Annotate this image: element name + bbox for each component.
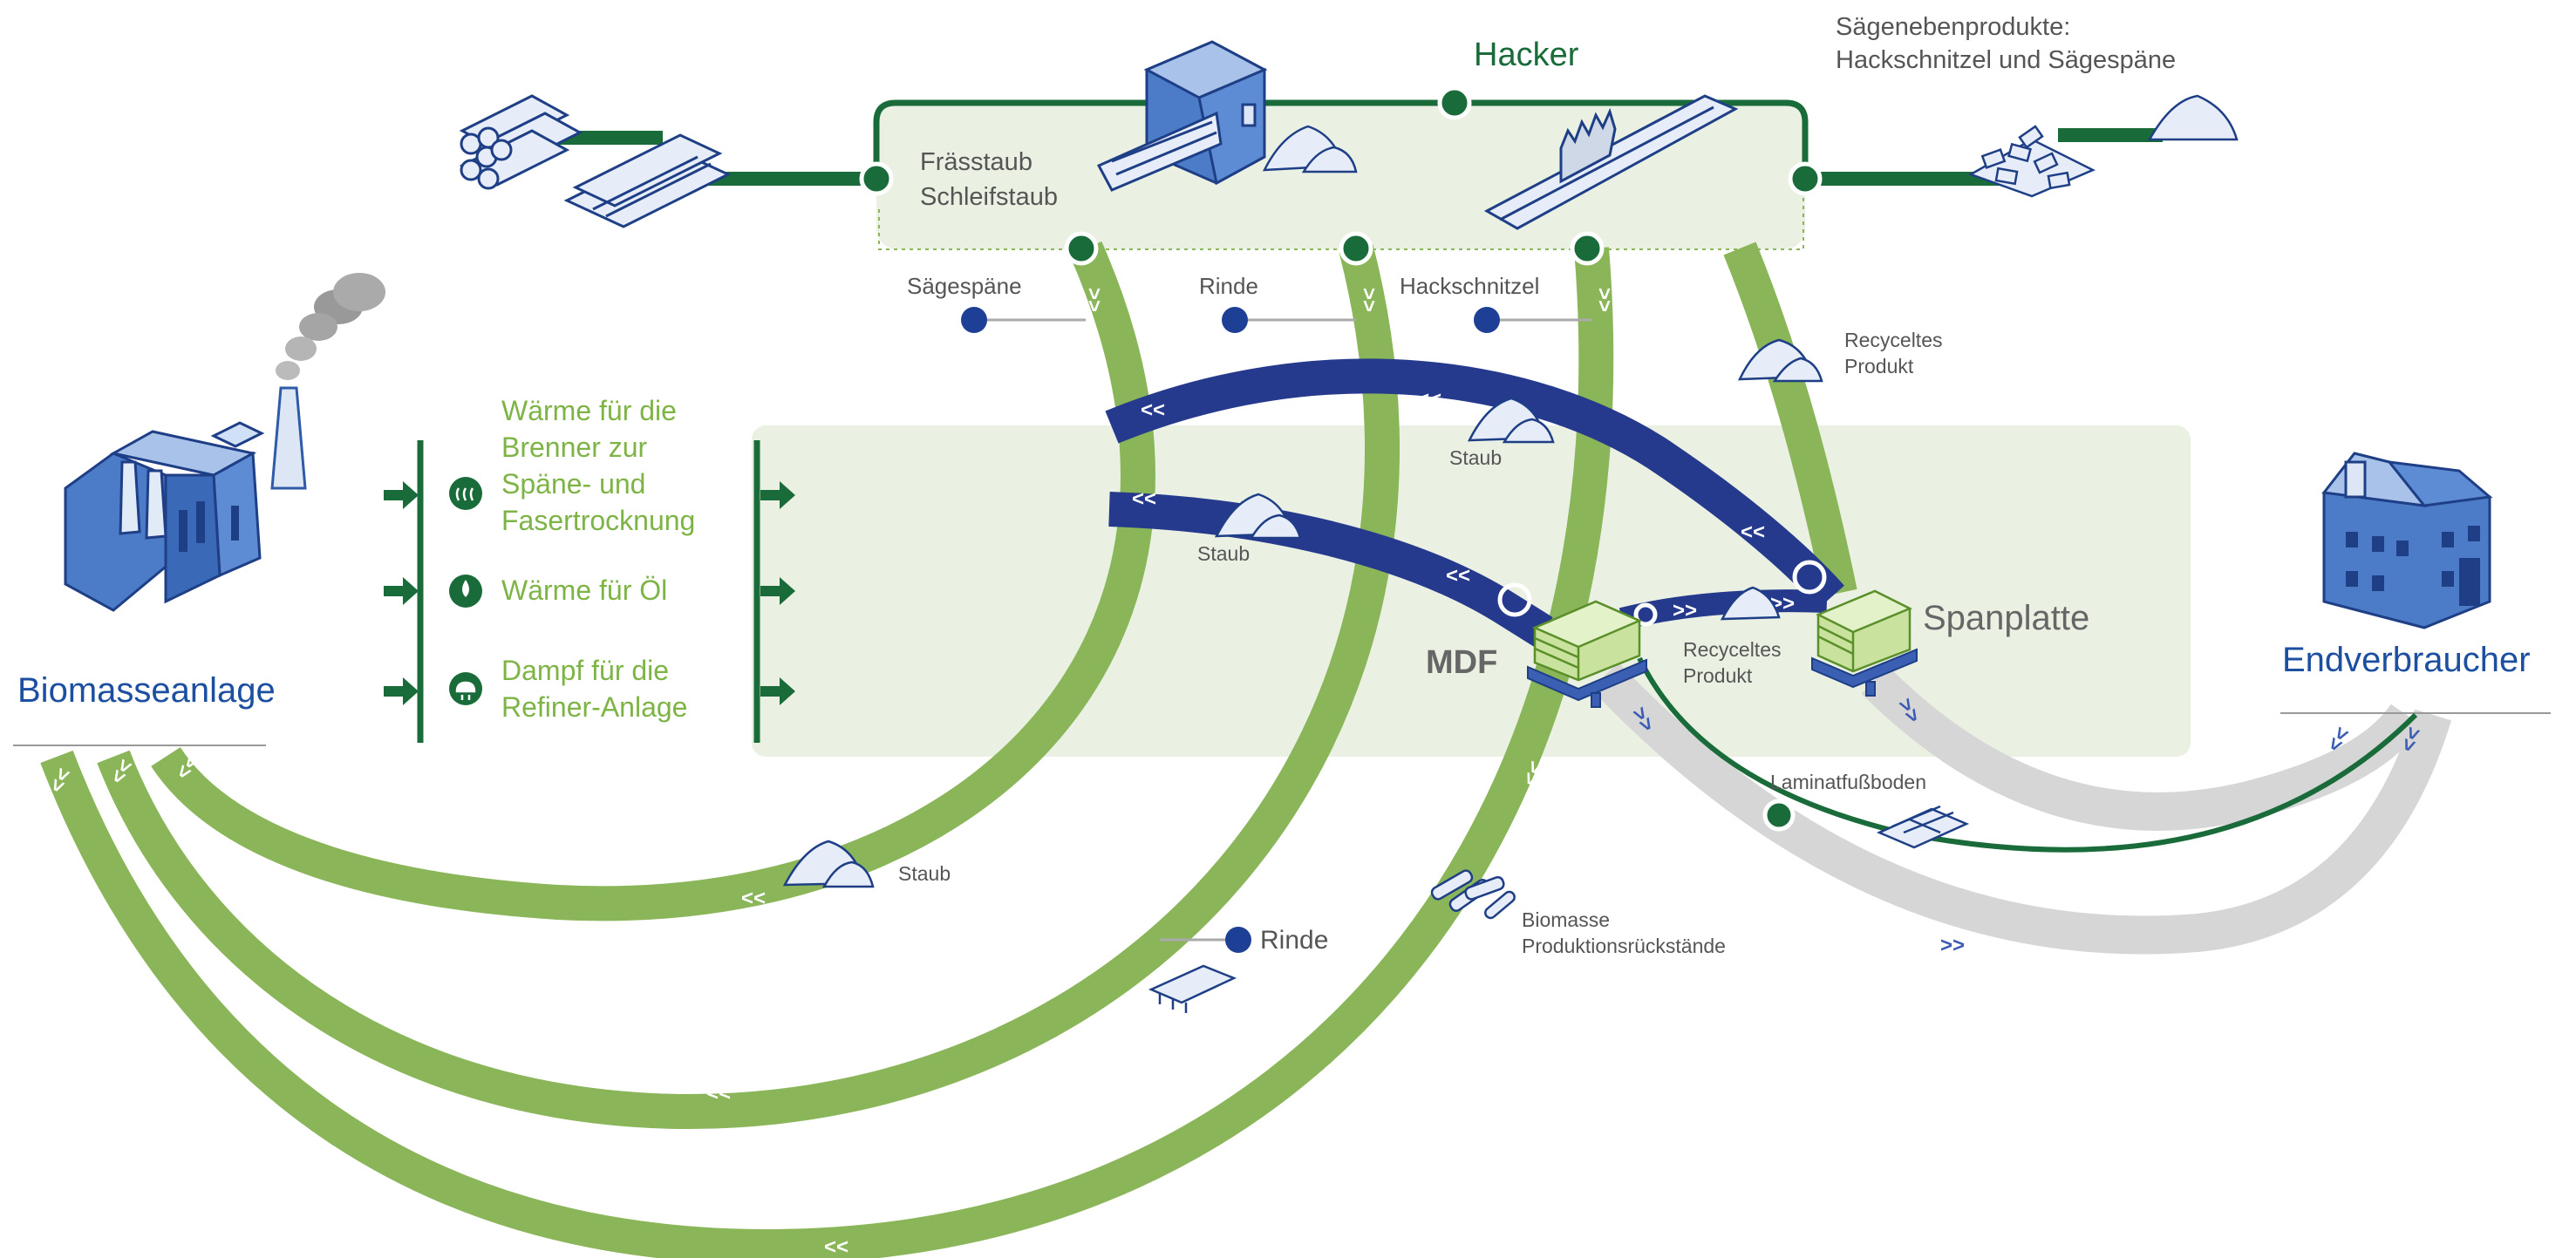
energy-item3-line2: Refiner-Anlage bbox=[501, 691, 687, 723]
mdf-label: MDF bbox=[1426, 644, 1497, 681]
biomasse-line2: Produktionsrückstände bbox=[1522, 935, 1726, 957]
hacker-line bbox=[873, 99, 1809, 179]
flow-arrow: >> bbox=[1940, 934, 1965, 957]
energy-item1-line3: Späne- und bbox=[501, 468, 645, 500]
mill-dust-line1: Frässtaub bbox=[920, 148, 1032, 176]
flow-arrow: << bbox=[1132, 487, 1156, 511]
green-band-rinde bbox=[97, 244, 1400, 1130]
staub-lower: Staub bbox=[898, 862, 951, 885]
energy-item3-line1: Dampf für die bbox=[501, 655, 669, 686]
green-band-hackschnitzel bbox=[40, 247, 1614, 1258]
heat-icon bbox=[449, 477, 482, 510]
flow-arrow: << bbox=[706, 1082, 731, 1105]
flow-arrow: << bbox=[824, 1235, 848, 1258]
logs-icon bbox=[459, 94, 583, 190]
navy-band-mdf-spanplatte bbox=[1619, 589, 1828, 630]
spanplatte-label: Spanplatte bbox=[1923, 599, 2089, 637]
green-band-saegespaene bbox=[151, 241, 1155, 921]
factory-icon bbox=[64, 273, 385, 612]
steam-icon bbox=[449, 672, 482, 705]
energy-item1-line1: Wärme für die bbox=[501, 395, 677, 426]
mill-dust-line2: Schleifstaub bbox=[920, 183, 1058, 211]
saw-icon bbox=[1483, 94, 1739, 230]
recycled-mid-line2: Produkt bbox=[1683, 664, 1753, 687]
navy-band-lower bbox=[1108, 492, 1553, 647]
hacker-label: Hacker bbox=[1474, 37, 1579, 73]
rinde-bottom-label: Rinde bbox=[1260, 926, 1328, 955]
laminate-icon bbox=[1876, 805, 1970, 849]
byproducts-line2: Hackschnitzel und Sägespäne bbox=[1836, 46, 2176, 74]
board-stack-icon bbox=[1531, 589, 1913, 682]
energy-item2: Wärme für Öl bbox=[501, 575, 667, 606]
laminat-label: Laminatfußboden bbox=[1770, 771, 1926, 793]
energy-item1-line4: Fasertrocknung bbox=[501, 505, 695, 536]
flow-arrow: << bbox=[741, 887, 766, 910]
pallet-icon bbox=[1527, 648, 1918, 708]
chips-icon bbox=[1968, 125, 2096, 198]
byproducts-line1: Sägenebenprodukte: bbox=[1836, 13, 2070, 41]
staub-upper: Staub bbox=[1449, 446, 1502, 469]
machine-icon bbox=[1096, 40, 1268, 192]
stream-rinde: Rinde bbox=[1199, 273, 1258, 299]
flow-arrow: << bbox=[1446, 564, 1470, 588]
bark-icon bbox=[1148, 964, 1237, 1013]
navy-band-upper bbox=[1105, 358, 1844, 609]
white-ring-dots bbox=[1497, 560, 1827, 627]
flow-arrow: << bbox=[1417, 388, 1441, 411]
boards-icon bbox=[563, 133, 732, 228]
biomass-icon bbox=[1430, 869, 1516, 920]
recycled-mid-line1: Recyceltes bbox=[1683, 638, 1781, 661]
stream-hackschnitzel: Hackschnitzel bbox=[1400, 273, 1539, 299]
biomasse-line1: Biomasse bbox=[1522, 908, 1610, 931]
flow-arrow: >> bbox=[1082, 288, 1106, 312]
energy-item1-line2: Brenner zur bbox=[501, 432, 648, 463]
gray-band-outer bbox=[1591, 662, 2452, 955]
flow-arrow: >> bbox=[1673, 599, 1697, 622]
house-icon bbox=[2321, 452, 2493, 629]
flow-arrow: >> bbox=[1357, 288, 1380, 312]
recycled-top-line1: Recyceltes bbox=[1844, 329, 1942, 351]
gray-band-inner bbox=[1861, 666, 2423, 831]
staub-middle: Staub bbox=[1197, 542, 1250, 565]
green-band-recycled bbox=[1723, 241, 1857, 597]
flow-arrow: << bbox=[1141, 398, 1165, 422]
green-node-dots bbox=[859, 85, 1823, 832]
endverbraucher-label: Endverbraucher bbox=[2282, 641, 2531, 679]
laminate-line bbox=[1637, 656, 2418, 853]
flow-arrow: >> bbox=[1592, 288, 1616, 312]
energy-arrows bbox=[384, 481, 795, 705]
stream-saegespaene: Sägespäne bbox=[907, 273, 1022, 299]
oil-icon bbox=[449, 575, 482, 608]
biomasseanlage-label: Biomasseanlage bbox=[17, 671, 276, 710]
dust-pile-icon bbox=[782, 94, 2239, 888]
blue-stream-dots bbox=[961, 307, 1500, 953]
recycled-top-line2: Produkt bbox=[1844, 355, 1914, 377]
flow-arrow: << bbox=[1741, 520, 1765, 544]
